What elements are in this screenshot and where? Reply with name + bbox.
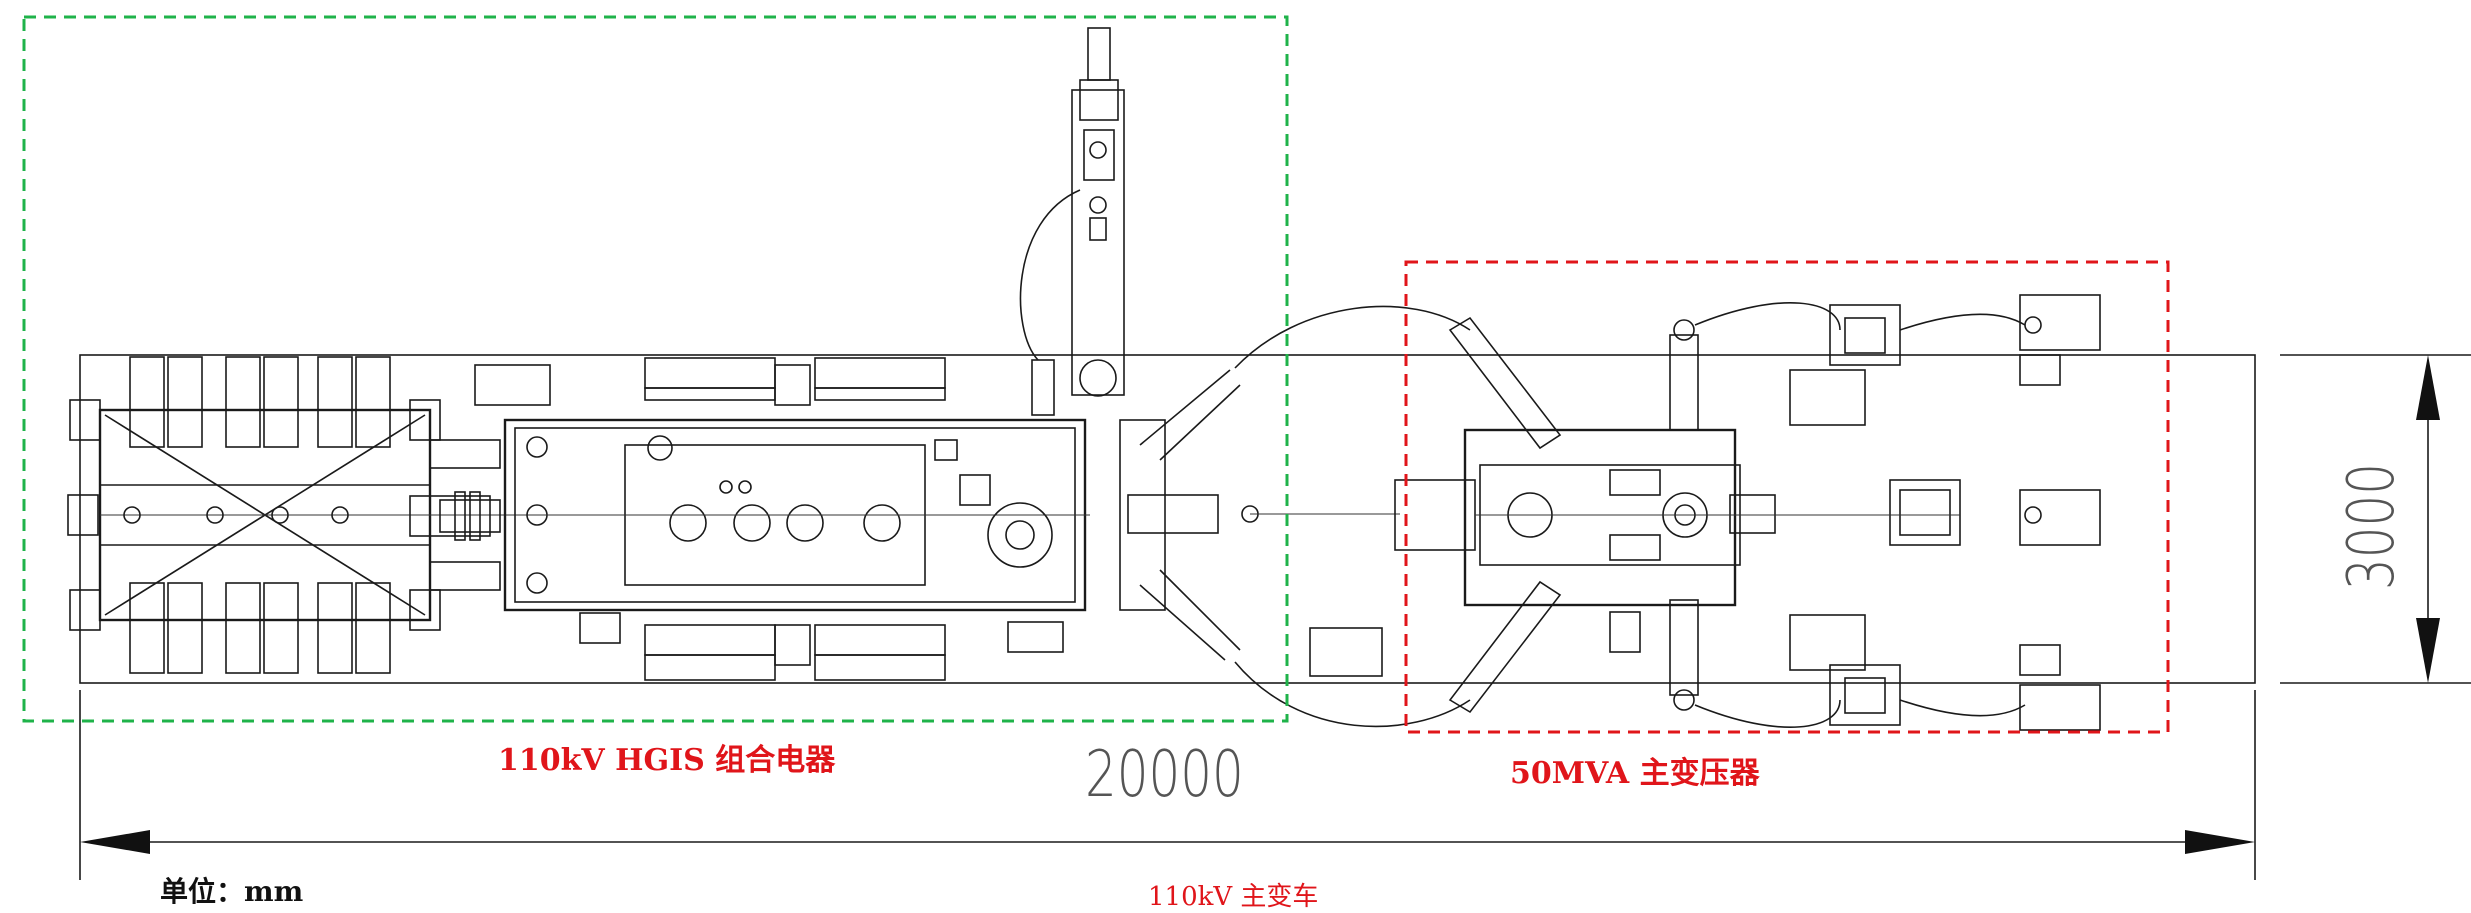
coupling-shaft xyxy=(409,439,501,591)
hgis-mast xyxy=(1019,27,1125,416)
terminal-blocks xyxy=(1789,294,2101,731)
trailer-bed xyxy=(79,354,2256,684)
hgis-cabinet xyxy=(503,418,1090,612)
axle-hubs xyxy=(123,506,349,524)
interconnect-bushings xyxy=(1119,305,1471,728)
transformer-label: 50MVA 主变压器 xyxy=(1510,756,1760,791)
transformer-body xyxy=(1394,428,1961,653)
unit-label: 单位：mm xyxy=(160,875,304,908)
width-dimension-label: 3000 xyxy=(2335,462,2409,590)
hgis-group-outline xyxy=(22,15,1289,723)
length-dimension-label: 20000 xyxy=(1085,738,1244,812)
wheels-bottom xyxy=(129,582,391,674)
width-dimension xyxy=(2280,354,2471,684)
hgis-side-blocks xyxy=(474,357,1383,681)
figure-caption: 110kV 主变车 xyxy=(1148,882,1319,912)
transformer-group-outline xyxy=(1404,260,2170,734)
wheels-top xyxy=(129,356,391,448)
length-dimension xyxy=(79,690,2256,880)
hv-bushings xyxy=(1448,302,1841,728)
axle-frame xyxy=(67,399,540,631)
hgis-label: 110kV HGIS 组合电器 xyxy=(498,743,836,778)
